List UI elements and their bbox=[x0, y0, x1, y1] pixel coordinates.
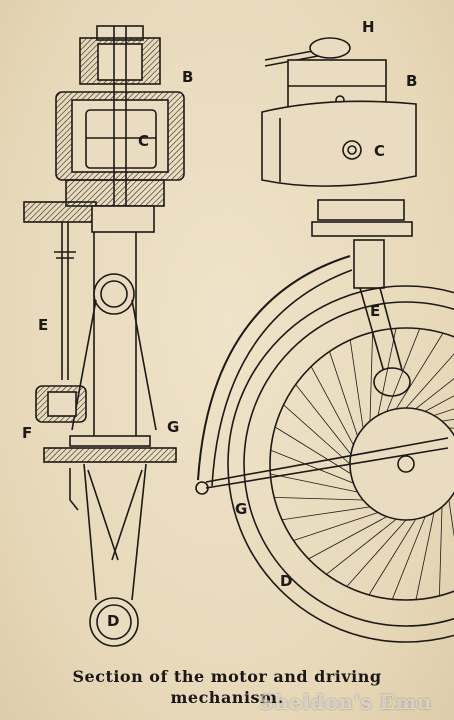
wheel-spoke bbox=[369, 332, 373, 422]
wheel-spoke bbox=[349, 339, 364, 429]
wheel-spoke bbox=[386, 328, 421, 412]
label-left-d: D bbox=[107, 612, 120, 630]
wheel-spoke bbox=[274, 497, 364, 501]
wheel-spoke bbox=[270, 473, 358, 493]
wheel-spoke bbox=[433, 408, 454, 416]
caption-line-2: mechanism. bbox=[170, 688, 284, 707]
wheel-spoke bbox=[424, 395, 454, 412]
wheel-spoke bbox=[281, 506, 371, 521]
caption-line-1: Section of the motor and driving bbox=[72, 667, 382, 686]
wheel-spokes bbox=[270, 328, 454, 600]
wheel-spoke bbox=[308, 516, 388, 560]
label-left-f: F bbox=[22, 424, 33, 442]
wheel-spoke bbox=[329, 351, 358, 437]
wheel-spoke bbox=[395, 332, 444, 410]
label-right-h: H bbox=[362, 18, 375, 36]
wheel-spoke bbox=[270, 449, 354, 484]
label-right-d: D bbox=[280, 572, 293, 590]
wheel-spoke bbox=[368, 518, 417, 596]
wheel-spoke bbox=[283, 404, 351, 465]
wheel-spoke bbox=[441, 418, 454, 422]
wheel-spoke bbox=[346, 519, 407, 587]
wheel-spoke bbox=[293, 512, 379, 541]
label-right-c: C bbox=[374, 142, 386, 160]
wheel-spoke bbox=[415, 378, 454, 410]
label-right-g: G bbox=[235, 500, 248, 518]
wheel-spoke bbox=[326, 518, 397, 575]
wheel-spoke bbox=[295, 384, 352, 455]
wheel-spoke bbox=[274, 426, 352, 475]
label-right-e: E bbox=[370, 302, 381, 320]
wheel-spoke bbox=[310, 366, 354, 446]
label-left-c: C bbox=[138, 132, 150, 150]
watermark: Sheldon's Emu bbox=[259, 690, 432, 714]
figure-caption: Section of the motor and driving mechani… bbox=[0, 666, 454, 708]
label-right-b: B bbox=[406, 72, 418, 90]
label-left-e: E bbox=[38, 316, 49, 334]
label-left-b: B bbox=[182, 68, 194, 86]
label-left-g: G bbox=[167, 418, 180, 436]
right-exterior-drawing bbox=[195, 37, 454, 643]
wheel-spoke bbox=[391, 516, 426, 600]
wheel-spoke bbox=[405, 353, 454, 409]
wheel-spoke bbox=[448, 499, 454, 538]
wheel-spoke bbox=[377, 328, 397, 416]
wheel-spoke bbox=[439, 506, 443, 596]
wheel-spoke bbox=[415, 512, 435, 600]
left-section-drawing bbox=[23, 25, 185, 647]
